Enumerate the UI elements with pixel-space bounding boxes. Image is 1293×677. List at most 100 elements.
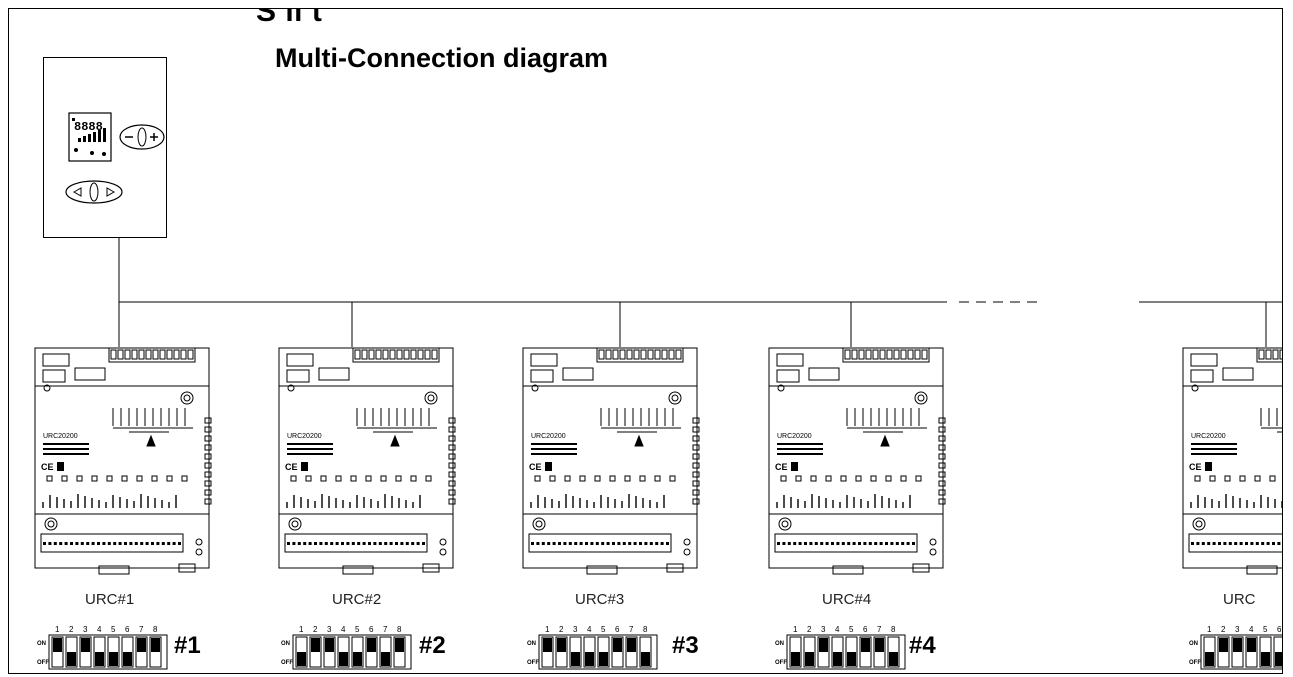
- dip-switch-lever: [1233, 638, 1242, 652]
- dip-switch-lever: [571, 652, 580, 666]
- device-model-label: URC20200: [287, 433, 322, 440]
- dip-switch-lever: [353, 652, 362, 666]
- dip-switch-lever: [395, 638, 404, 652]
- dip-switch-lever: [889, 652, 898, 666]
- dip-position-number: 2: [1221, 625, 1226, 634]
- dip-switch-lever: [627, 638, 636, 652]
- dip-switch-lever: [325, 638, 334, 652]
- device-model-label: URC20200: [531, 433, 566, 440]
- dip-position-number: 1: [545, 625, 550, 634]
- bus-wiring: [118, 238, 1282, 347]
- diagram-title: Multi-Connection diagram: [275, 43, 608, 73]
- dip-on-label: ON: [775, 641, 784, 647]
- dip-switch-lever: [67, 652, 76, 666]
- dip-switch-lever: [613, 638, 622, 652]
- urc-label: URC#4: [822, 591, 872, 608]
- dip-switch-lever: [109, 652, 118, 666]
- cropped-heading: S ll t: [256, 8, 323, 28]
- dip-position-number: 4: [835, 625, 840, 634]
- dip-switch-lever: [367, 638, 376, 652]
- dip-switch-lever: [81, 638, 90, 652]
- dip-position-number: 3: [327, 625, 332, 634]
- urc-label: URC#1: [85, 591, 135, 608]
- dip-off-label: OFF: [527, 660, 539, 666]
- dip-position-number: 6: [615, 625, 620, 634]
- thermostat-drawing: 8888: [65, 112, 165, 204]
- ce-mark: CE: [529, 462, 542, 472]
- dip-position-number: 5: [355, 625, 360, 634]
- dip-switch-lever: [297, 652, 306, 666]
- dip-switch-lever: [599, 652, 608, 666]
- dip-switch-lever: [339, 652, 348, 666]
- dip-switch-lever: [53, 638, 62, 652]
- dip-position-number: 8: [153, 625, 158, 634]
- dip-position-number: 6: [369, 625, 374, 634]
- dip-switch-lever: [381, 652, 390, 666]
- dip-switch-lever: [123, 652, 132, 666]
- dip-position-number: 7: [877, 625, 882, 634]
- dip-position-number: 4: [97, 625, 102, 634]
- dip-position-number: 1: [793, 625, 798, 634]
- dip-position-number: 3: [1235, 625, 1240, 634]
- dip-position-number: 3: [821, 625, 826, 634]
- dip-position-number: 2: [313, 625, 318, 634]
- dip-position-number: 8: [891, 625, 896, 634]
- dip-switch-lever: [1275, 652, 1282, 666]
- urc-address-number: #4: [909, 632, 936, 659]
- ce-mark: CE: [775, 462, 788, 472]
- dip-position-number: 4: [587, 625, 592, 634]
- dip-switch-lever: [1247, 638, 1256, 652]
- device-model-label: URC20200: [43, 433, 78, 440]
- dip-on-label: ON: [527, 641, 536, 647]
- dip-switch-lever: [805, 652, 814, 666]
- dip-switch-lever: [875, 638, 884, 652]
- dip-position-number: 4: [1249, 625, 1254, 634]
- dip-off-label: OFF: [775, 660, 787, 666]
- urc-label: URC: [1223, 591, 1256, 608]
- dip-position-number: 7: [629, 625, 634, 634]
- dip-position-number: 2: [69, 625, 74, 634]
- dip-on-label: ON: [1189, 641, 1198, 647]
- dip-position-number: 1: [1207, 625, 1212, 634]
- dip-position-number: 6: [125, 625, 130, 634]
- dip-position-number: 6: [1277, 625, 1282, 634]
- ce-mark: CE: [1189, 462, 1202, 472]
- dip-position-number: 3: [83, 625, 88, 634]
- dip-position-number: 7: [139, 625, 144, 634]
- dip-position-number: 1: [55, 625, 60, 634]
- dip-switch-lever: [1261, 652, 1270, 666]
- dip-switch-lever: [1205, 652, 1214, 666]
- dip-switch-lever: [791, 652, 800, 666]
- device-model-label: URC20200: [1191, 433, 1226, 440]
- dip-position-number: 4: [341, 625, 346, 634]
- dip-position-number: 7: [383, 625, 388, 634]
- lcd-digits: 8888: [74, 120, 103, 134]
- dip-switch-lever: [95, 652, 104, 666]
- ce-mark: CE: [41, 462, 54, 472]
- dip-position-number: 5: [111, 625, 116, 634]
- dip-position-number: 2: [559, 625, 564, 634]
- dip-off-label: OFF: [37, 660, 49, 666]
- urc-address-number: #1: [174, 632, 201, 659]
- device-model-label: URC20200: [777, 433, 812, 440]
- dip-switch-lever: [543, 638, 552, 652]
- dip-position-number: 5: [849, 625, 854, 634]
- dip-off-label: OFF: [1189, 660, 1201, 666]
- dip-switch-lever: [137, 638, 146, 652]
- dip-switch-lever: [1219, 638, 1228, 652]
- urc-address-number: #3: [672, 632, 699, 659]
- ce-mark: CE: [285, 462, 298, 472]
- dip-position-number: 5: [1263, 625, 1268, 634]
- dip-position-number: 1: [299, 625, 304, 634]
- urc-address-number: #2: [419, 632, 446, 659]
- urc-label: URC#3: [575, 591, 625, 608]
